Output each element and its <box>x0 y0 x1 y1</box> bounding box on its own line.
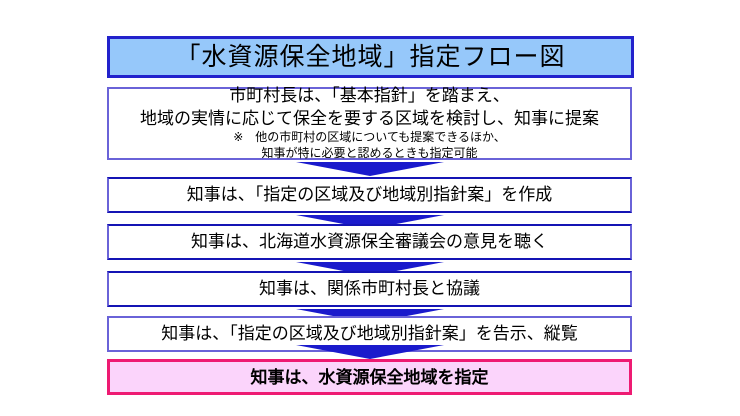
flow-arrow-1-icon <box>296 162 444 176</box>
flow-step-2: 知事は、「指定の区域及び地域別指針案」を作成 <box>107 177 632 213</box>
flow-arrow-3-icon <box>296 262 444 276</box>
flow-step-5: 知事は、「指定の区域及び地域別指針案」を告示、縦覧 <box>107 316 632 352</box>
flow-step-1-line-1: 市町村長は、「基本指針」を踏まえ、 <box>229 86 510 106</box>
flow-step-3: 知事は、北海道水資源保全審議会の意見を聴く <box>107 224 632 260</box>
flowchart-title-banner: 「水資源保全地域」指定フロー図 <box>107 36 634 78</box>
flow-step-4-line-1: 知事は、関係市町村長と協議 <box>259 278 480 298</box>
flow-step-3-line-1: 知事は、北海道水資源保全審議会の意見を聴く <box>191 231 548 251</box>
flow-step-1-line-2: 地域の実情に応じて保全を要する区域を検討し、知事に提案 <box>140 108 599 128</box>
flow-step-1: 市町村長は、「基本指針」を踏まえ、 地域の実情に応じて保全を要する区域を検討し、… <box>107 86 632 160</box>
page-title: 「水資源保全地域」指定フロー図 <box>175 42 566 71</box>
flow-step-1-note-2: 知事が特に必要と認めるときも指定可能 <box>261 145 478 160</box>
flow-step-1-note-1: ※ 他の市町村の区域についても提案できるほか、 <box>233 130 506 145</box>
flow-arrow-5-icon <box>296 345 444 359</box>
flow-step-2-line-1: 知事は、「指定の区域及び地域別指針案」を作成 <box>186 184 553 204</box>
flow-step-final-label: 知事は、水資源保全地域を指定 <box>250 367 489 387</box>
flow-arrow-2-icon <box>296 215 444 229</box>
flow-step-5-line-1: 知事は、「指定の区域及び地域別指針案」を告示、縦覧 <box>161 323 578 343</box>
flow-step-final: 知事は、水資源保全地域を指定 <box>107 359 632 395</box>
flow-step-4: 知事は、関係市町村長と協議 <box>107 271 632 307</box>
